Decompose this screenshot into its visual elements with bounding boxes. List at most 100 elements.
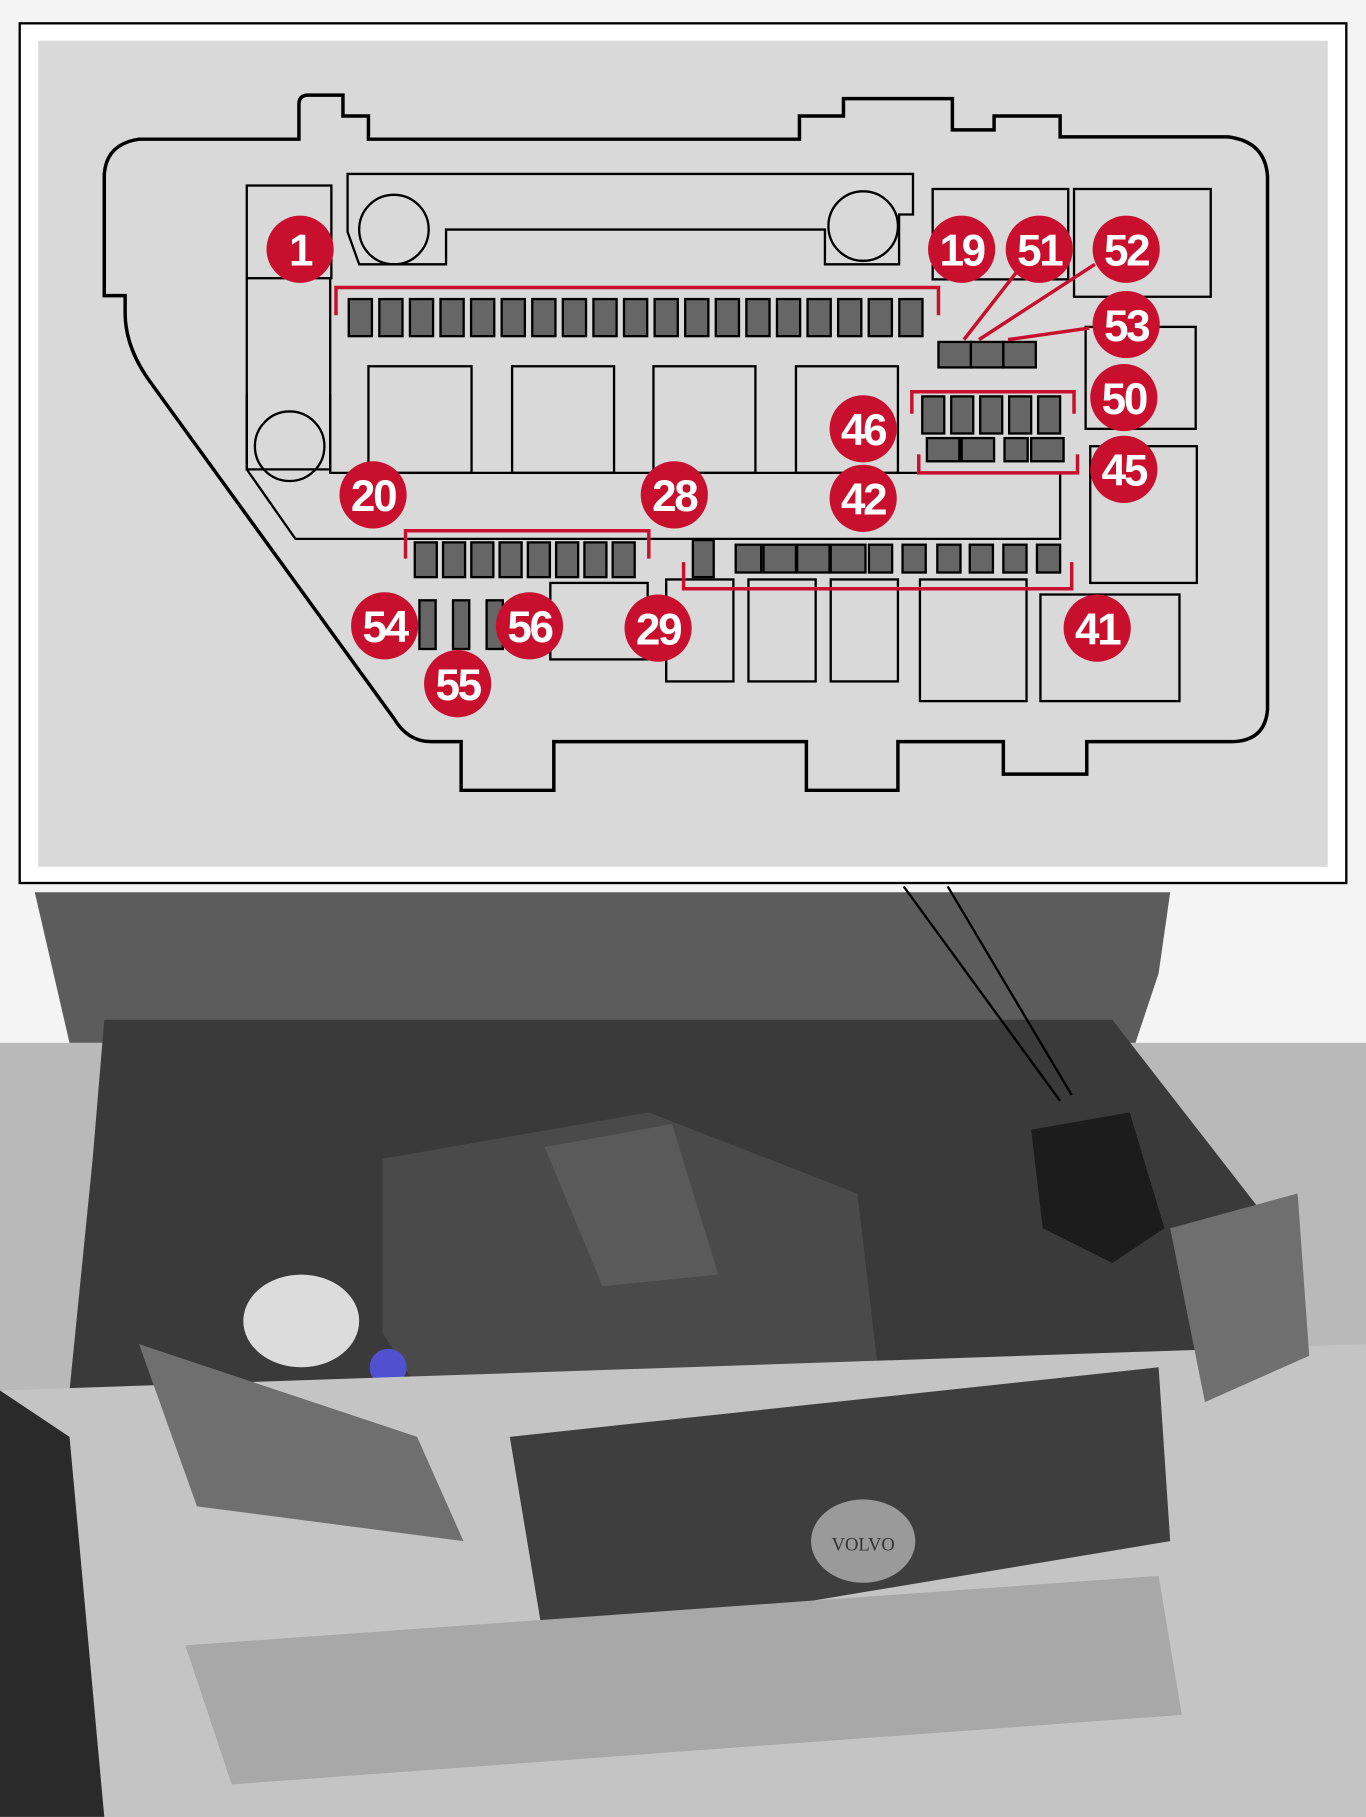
fuse: [1035, 543, 1062, 574]
callout-28: 28: [640, 461, 708, 529]
callout-45: 45: [1090, 435, 1158, 503]
fuse: [950, 395, 975, 435]
callout-56: 56: [495, 592, 564, 660]
fuse: [979, 395, 1004, 435]
fuse: [836, 297, 863, 338]
fuse: [526, 541, 552, 579]
fuse: [592, 297, 618, 338]
fuse: [829, 543, 867, 574]
callout-54: 54: [351, 592, 419, 660]
callout-19: 19: [928, 215, 996, 283]
callout-29: 29: [624, 594, 692, 662]
fuse: [762, 543, 798, 574]
fuse: [347, 297, 374, 338]
callout-circle: [829, 395, 897, 463]
callout-circle: [1090, 435, 1158, 503]
fuse: [439, 297, 465, 338]
fuse: [898, 297, 924, 338]
callout-label: 52: [1104, 226, 1149, 275]
callout-label: 45: [1102, 447, 1148, 496]
callout-label: 55: [435, 661, 481, 710]
fuse: [921, 395, 946, 435]
fuse: [583, 541, 608, 579]
fuse: [691, 538, 715, 579]
callout-circle: [495, 592, 564, 660]
callout-circle: [266, 215, 334, 283]
callout-label: 51: [1017, 226, 1063, 275]
fuse: [745, 297, 771, 338]
fuse: [561, 297, 588, 338]
fuse: [469, 297, 496, 338]
callout-label: 29: [636, 605, 681, 654]
callout-53: 53: [1092, 290, 1160, 359]
callout-52: 52: [1092, 215, 1160, 283]
callout-46: 46: [829, 395, 897, 463]
fuse: [937, 340, 973, 369]
fuse: [408, 297, 435, 338]
fuse: [795, 543, 831, 574]
fuse: [418, 599, 437, 651]
callout-label: 42: [841, 476, 886, 525]
callout-55: 55: [424, 650, 492, 718]
fuse: [714, 297, 741, 338]
fuse: [470, 541, 495, 579]
callout-circle: [829, 464, 897, 532]
callout-20: 20: [339, 461, 407, 529]
fuse: [622, 297, 649, 338]
fuse: [531, 297, 557, 338]
callout-1: 1: [266, 215, 334, 283]
fuse: [969, 340, 1005, 369]
fuse: [806, 297, 832, 338]
fuse: [867, 297, 894, 338]
callout-label: 41: [1075, 605, 1121, 654]
callout-label: 1: [289, 226, 313, 275]
fuse: [925, 436, 961, 463]
callout-brackets: [334, 259, 1096, 591]
callout-label: 20: [351, 472, 396, 521]
callout-circle: [1005, 215, 1073, 283]
callout-circle: [1090, 363, 1158, 432]
callout-group: 1 19 51 52 53 50 46 45 42 20 28 29 41 54 56 55: [266, 215, 1160, 718]
fuse: [936, 543, 962, 574]
fuse: [1030, 436, 1065, 463]
callout-circle: [424, 650, 492, 718]
fuse: [441, 541, 467, 579]
fuse: [1002, 340, 1037, 369]
callout-circle: [351, 592, 419, 660]
callout-label: 50: [1102, 375, 1147, 424]
callout-circle: [1063, 594, 1131, 662]
fuse: [960, 436, 996, 463]
callout-label: 28: [652, 472, 698, 521]
fuse: [684, 297, 710, 338]
callout-label: 19: [939, 226, 984, 275]
callout-50: 50: [1090, 363, 1158, 432]
fuse: [451, 599, 471, 651]
fuse: [968, 543, 995, 574]
callout-circle: [1092, 215, 1160, 283]
fuse: [1003, 436, 1029, 463]
fuse: [1036, 395, 1062, 435]
fuse: [413, 541, 438, 579]
callout-label: 54: [362, 603, 409, 652]
fuse: [1002, 543, 1028, 574]
fuse: [554, 541, 580, 579]
callout-42: 42: [829, 464, 897, 532]
fuse-box-internals: [245, 172, 1212, 703]
callout-circle: [1092, 290, 1160, 359]
volvo-badge: VOLVO: [832, 1534, 895, 1555]
fuse: [867, 543, 894, 574]
fuse: [1007, 395, 1033, 435]
callout-circle: [640, 461, 708, 529]
callout-label: 56: [507, 603, 552, 652]
fuse: [611, 541, 636, 579]
car-photo: VOLVO: [0, 880, 1366, 1817]
callout-circle: [928, 215, 996, 283]
callout-label: 53: [1104, 302, 1149, 351]
callout-circle: [624, 594, 692, 662]
fuse: [775, 297, 802, 338]
fuse: [500, 297, 527, 338]
fuse: [653, 297, 679, 338]
fuse-group: [347, 297, 1065, 651]
